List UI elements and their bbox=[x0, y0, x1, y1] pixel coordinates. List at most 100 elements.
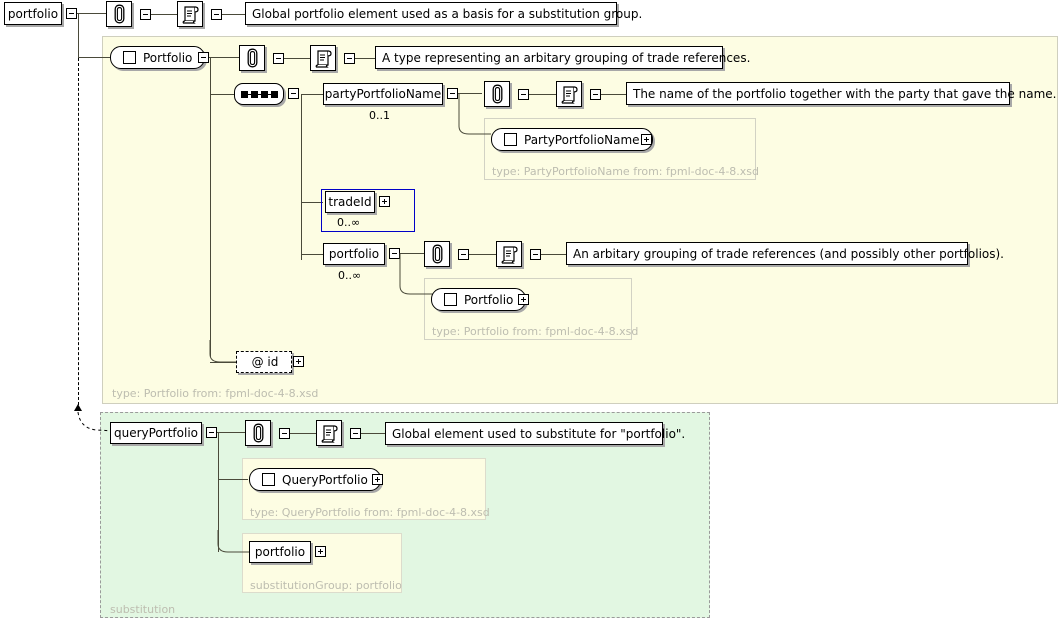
connector bbox=[77, 13, 106, 14]
document-scroll-icon bbox=[501, 245, 518, 264]
element-portfolio-substitutiongroup-label: portfolio bbox=[254, 545, 306, 559]
occurrence-tradeid: 0..∞ bbox=[337, 216, 361, 229]
connector bbox=[301, 94, 302, 260]
annotation-icon-box-type[interactable] bbox=[239, 45, 265, 71]
document-scroll-icon bbox=[315, 49, 332, 68]
inner-panel-portfolio-label: type: Portfolio from: fpml-doc-4-8.xsd bbox=[432, 325, 639, 338]
occurrence-partyportfolioname: 0..1 bbox=[369, 109, 390, 122]
documentation-box-root: Global portfolio element used as a basis… bbox=[245, 2, 642, 25]
sequence-bar bbox=[241, 94, 277, 95]
type-ref-queryportfolio[interactable]: QueryPortfolio bbox=[249, 468, 381, 491]
expand-toggle-attribute-id[interactable] bbox=[293, 356, 304, 367]
collapse-toggle-queryportfolio[interactable] bbox=[206, 427, 217, 438]
connector bbox=[301, 94, 323, 95]
collapse-toggle-documentation-queryportfolio[interactable] bbox=[350, 428, 361, 439]
collapse-toggle-annotation-partyportfolioname[interactable] bbox=[518, 89, 529, 100]
annotation-icon-box-portfolio-child[interactable] bbox=[424, 241, 450, 267]
paperclip-icon bbox=[492, 84, 502, 104]
inner-panel-portfolio bbox=[424, 278, 632, 340]
sequence-compositor[interactable] bbox=[234, 83, 284, 105]
collapse-toggle-portfolio-type[interactable] bbox=[198, 52, 209, 63]
type-ref-portfolio-inner[interactable]: Portfolio bbox=[431, 288, 527, 311]
collapse-toggle-documentation-type[interactable] bbox=[344, 53, 355, 64]
element-portfolio-child[interactable]: portfolio bbox=[323, 243, 385, 265]
paperclip-icon bbox=[432, 244, 442, 264]
document-scroll-icon bbox=[182, 5, 199, 24]
type-panel-label: type: Portfolio from: fpml-doc-4-8.xsd bbox=[112, 387, 319, 400]
document-scroll-icon bbox=[561, 85, 578, 104]
element-portfolio-root[interactable]: portfolio bbox=[4, 2, 62, 25]
expand-toggle-queryportfolio-type[interactable] bbox=[372, 474, 383, 485]
documentation-text-root: Global portfolio element used as a basis… bbox=[252, 6, 643, 21]
inner-panel-substitutiongroup-label: substitutionGroup: portfolio bbox=[250, 579, 402, 592]
connector bbox=[458, 93, 482, 94]
connector bbox=[541, 254, 566, 255]
type-ref-partyportfolioname[interactable]: PartyPortfolioName bbox=[491, 128, 653, 151]
inner-panel-queryportfolio-label: type: QueryPortfolio from: fpml-doc-4-8.… bbox=[250, 506, 490, 519]
collapse-toggle-annotation-portfolio-child[interactable] bbox=[458, 249, 469, 260]
documentation-box-type: A type representing an arbitary grouping… bbox=[375, 46, 750, 69]
connector bbox=[218, 432, 219, 552]
connector-curve-substitutiongroup bbox=[217, 530, 250, 553]
element-portfolio-substitutiongroup[interactable]: portfolio bbox=[249, 541, 311, 563]
collapse-toggle-annotation-queryportfolio[interactable] bbox=[279, 428, 290, 439]
expand-toggle-portfolio-inner-type[interactable] bbox=[518, 294, 529, 305]
element-queryportfolio[interactable]: queryPortfolio bbox=[110, 422, 202, 444]
annotation-icon-box-partyportfolioname[interactable] bbox=[484, 81, 510, 107]
collapse-toggle-documentation-partyportfolioname[interactable] bbox=[590, 89, 601, 100]
connector bbox=[209, 57, 239, 58]
documentation-icon-box-portfolio-child[interactable] bbox=[496, 241, 522, 267]
connector bbox=[78, 13, 79, 57]
sequence-dot bbox=[260, 90, 268, 98]
paperclip-icon bbox=[253, 423, 263, 443]
documentation-box-queryportfolio: Global element used to substitute for "p… bbox=[385, 422, 685, 445]
documentation-icon-box-queryportfolio[interactable] bbox=[316, 420, 342, 446]
collapse-toggle-partyportfolioname[interactable] bbox=[447, 88, 458, 99]
type-ref-portfolio[interactable]: Portfolio bbox=[110, 46, 206, 69]
documentation-box-partyportfolioname: The name of the portfolio together with … bbox=[626, 82, 1056, 105]
paperclip-icon bbox=[114, 4, 124, 24]
annotation-icon-box-root[interactable] bbox=[106, 1, 132, 27]
connector-curve-attribute bbox=[209, 340, 240, 363]
connector bbox=[301, 254, 323, 255]
documentation-text-partyportfolioname: The name of the portfolio together with … bbox=[633, 86, 1057, 101]
type-ref-partyportfolioname-label: PartyPortfolioName bbox=[524, 132, 640, 147]
collapse-toggle-sequence[interactable] bbox=[288, 88, 299, 99]
expand-toggle-tradeid[interactable] bbox=[379, 196, 390, 207]
connector bbox=[290, 433, 316, 434]
element-portfolio-root-label: portfolio bbox=[7, 6, 59, 21]
documentation-text-queryportfolio: Global element used to substitute for "p… bbox=[392, 426, 686, 441]
connector bbox=[151, 14, 177, 15]
collapse-toggle-documentation-portfolio-child[interactable] bbox=[530, 249, 541, 260]
connector-curve bbox=[458, 93, 491, 135]
collapse-toggle-annotation-type[interactable] bbox=[273, 53, 284, 64]
annotation-icon-box-queryportfolio[interactable] bbox=[245, 420, 271, 446]
connector bbox=[361, 433, 385, 434]
collapse-toggle-documentation-root[interactable] bbox=[211, 9, 222, 20]
documentation-icon-box-root[interactable] bbox=[177, 1, 203, 27]
documentation-icon-box-type[interactable] bbox=[310, 45, 336, 71]
element-tradeid-label: tradeId bbox=[328, 195, 372, 209]
expand-toggle-partyportfolioname-type[interactable] bbox=[641, 134, 652, 145]
connector bbox=[218, 479, 248, 480]
attribute-id-label: @ id bbox=[251, 355, 279, 369]
collapse-toggle-annotation-root[interactable] bbox=[140, 9, 151, 20]
type-ref-portfolio-label: Portfolio bbox=[143, 50, 193, 65]
connector bbox=[529, 94, 556, 95]
documentation-icon-box-partyportfolioname[interactable] bbox=[556, 81, 582, 107]
element-partyportfolioname[interactable]: partyPortfolioName bbox=[323, 83, 443, 105]
element-tradeid[interactable]: tradeId bbox=[325, 191, 375, 213]
collapse-toggle-portfolio-root[interactable] bbox=[66, 8, 77, 19]
occurrence-portfolio-child: 0..∞ bbox=[338, 269, 362, 282]
expand-toggle-portfolio-substitutiongroup[interactable] bbox=[315, 546, 326, 557]
inner-panel-partyportfolioname-label: type: PartyPortfolioName from: fpml-doc-… bbox=[492, 165, 760, 178]
sequence-dot bbox=[250, 90, 258, 98]
connector bbox=[210, 57, 211, 357]
sequence-dot bbox=[240, 90, 248, 98]
element-square-icon bbox=[504, 133, 517, 146]
connector bbox=[601, 94, 626, 95]
connector bbox=[301, 202, 323, 203]
attribute-id[interactable]: @ id bbox=[236, 351, 292, 373]
element-partyportfolioname-label: partyPortfolioName bbox=[324, 87, 442, 101]
connector bbox=[284, 58, 310, 59]
